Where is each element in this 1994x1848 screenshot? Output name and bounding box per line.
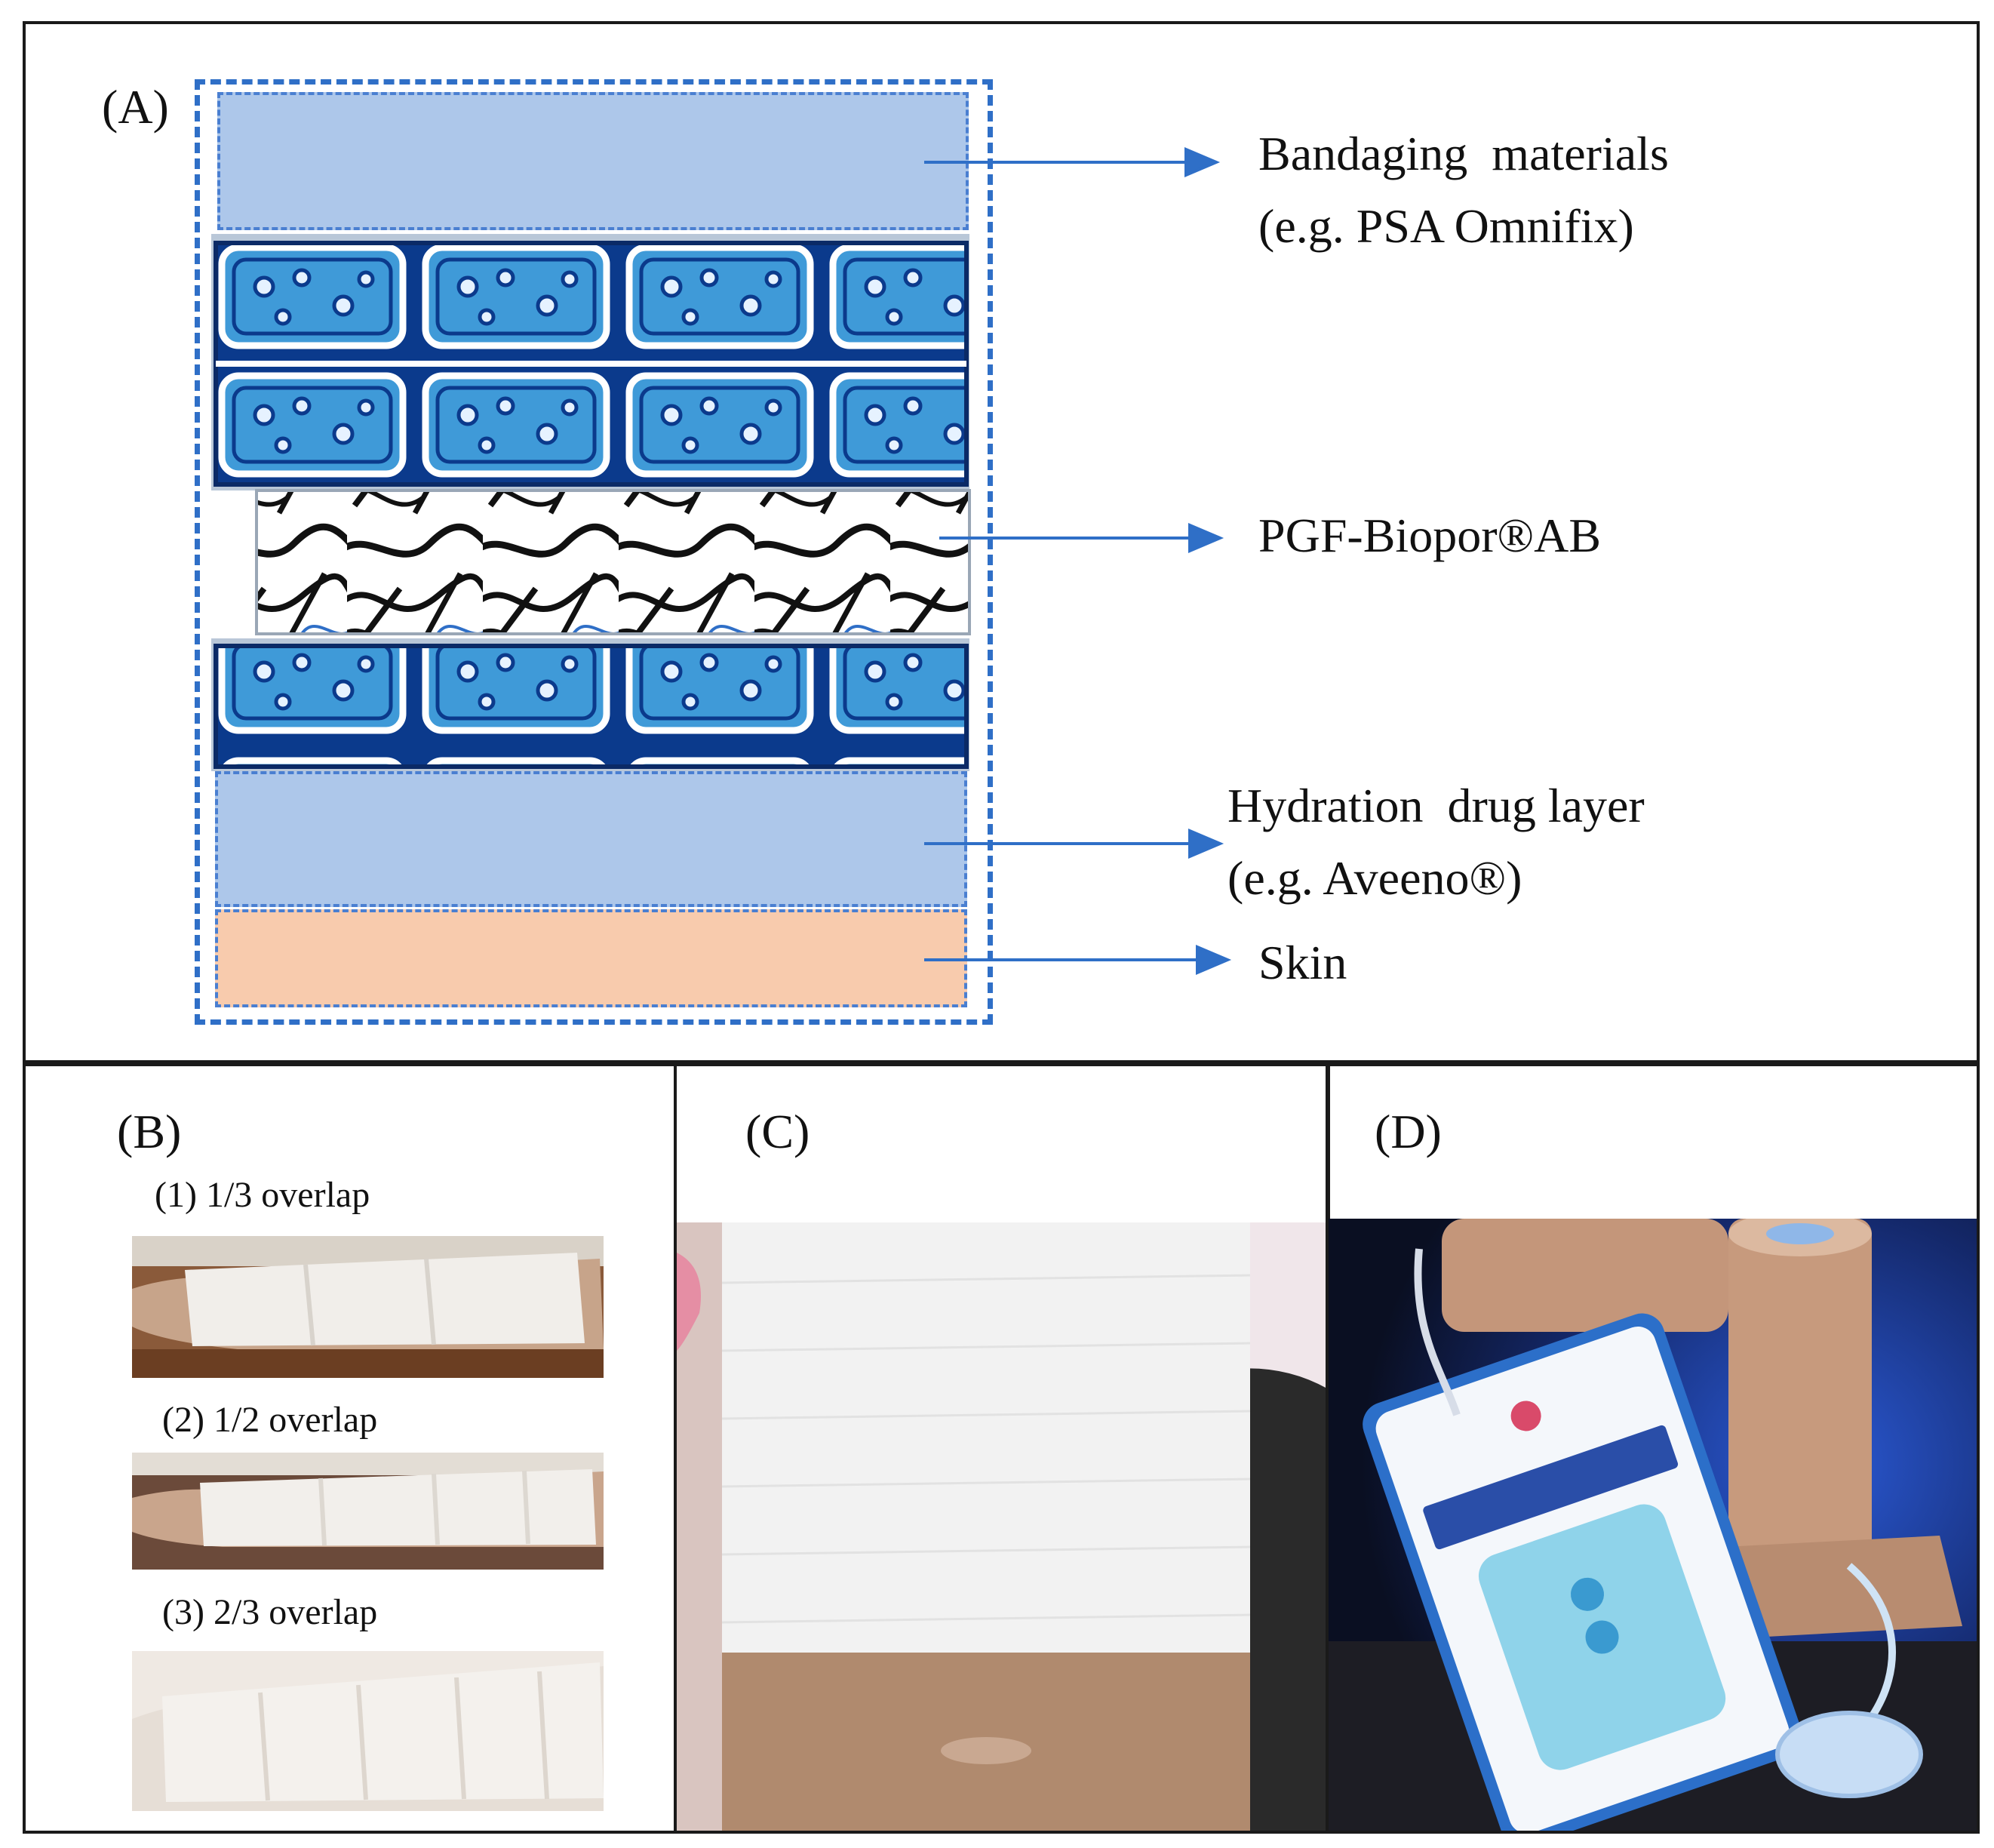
overlap-1-label: (1) 1/3 overlap <box>155 1175 370 1215</box>
hydration-callout: Hydration drug layer (e.g. Aveeno®) <box>1227 770 1645 915</box>
skin-arrow-head <box>1196 944 1232 976</box>
hydration-drug-layer <box>215 771 967 907</box>
skin-callout: Skin <box>1258 927 1347 999</box>
bandaging-callout: Bandaging materials (e.g. PSA Omnifix) <box>1258 118 1669 263</box>
panel-d-label: (D) <box>1375 1105 1442 1158</box>
hydration-arrow-head <box>1188 828 1224 859</box>
bandaging-callout-line2: (e.g. PSA Omnifix) <box>1258 199 1634 253</box>
pgf-fabric-svg <box>211 234 971 771</box>
callout-arrows <box>924 146 1232 976</box>
pgf-biopor-layer-illustration <box>211 234 973 771</box>
panel-a-frame <box>23 21 1980 1066</box>
hydration-callout-line1: Hydration drug layer <box>1227 779 1645 832</box>
bandaging-arrow-head <box>1184 146 1221 178</box>
dressing-stack-outline <box>195 79 993 1025</box>
skin-callout-line1: Skin <box>1258 936 1347 989</box>
bandaging-material-layer <box>217 92 969 230</box>
panel-c-photo-dressing-on-skin <box>677 1222 1327 1831</box>
pgf-arrow-head <box>1188 522 1224 554</box>
panel-c-label: (C) <box>745 1105 810 1158</box>
hydration-callout-line2: (e.g. Aveeno®) <box>1227 851 1522 905</box>
overlap-3-label: (3) 2/3 overlap <box>162 1592 378 1632</box>
overlap-1-photo <box>132 1236 604 1378</box>
panel-a-label: (A) <box>102 80 169 134</box>
pgf-callout-line1: PGF-Biopor®AB <box>1258 509 1602 562</box>
overlap-3-photo <box>132 1651 604 1811</box>
panel-d-frame <box>1326 1060 1980 1834</box>
bandaging-callout-line1: Bandaging materials <box>1258 127 1669 180</box>
pgf-callout: PGF-Biopor®AB <box>1258 500 1601 572</box>
panel-d-photo-device <box>1329 1219 1977 1831</box>
overlap-2-photo <box>132 1453 604 1570</box>
panel-b-label: (B) <box>117 1105 182 1158</box>
overlap-2-label: (2) 1/2 overlap <box>162 1400 378 1440</box>
